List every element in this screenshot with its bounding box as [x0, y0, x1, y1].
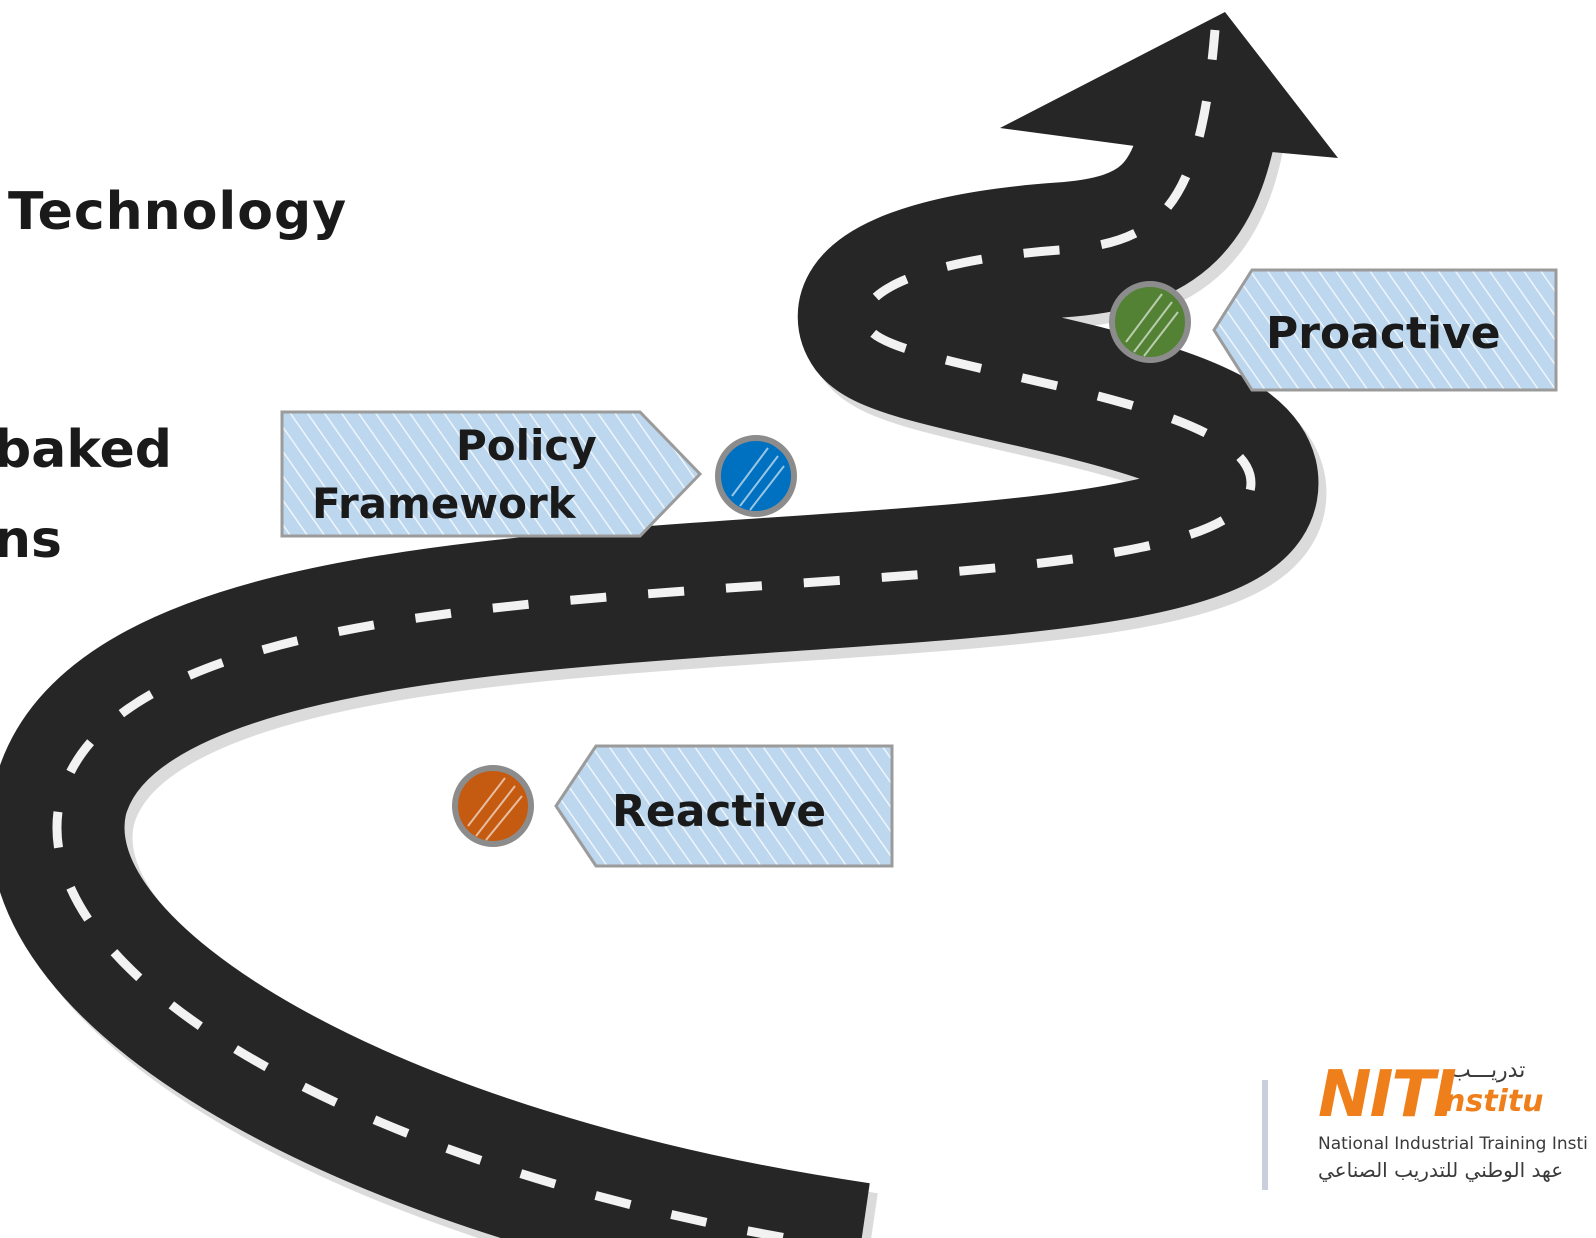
niti-logo: تدريـــب NITI nstitu National Industrial… — [1258, 1030, 1596, 1200]
logo-arabic-top: تدريـــب — [1450, 1058, 1526, 1083]
tag-reactive — [554, 744, 894, 868]
left-text-technology: Technology — [8, 182, 348, 242]
dot-proactive — [1109, 281, 1191, 363]
milestone-policy-framework: Policy Framework — [280, 410, 797, 538]
tag-policy-framework — [280, 410, 703, 538]
tag-label-framework: Framework — [312, 479, 577, 528]
logo-institute: nstitu — [1444, 1084, 1544, 1119]
logo-divider — [1262, 1080, 1268, 1190]
milestone-proactive: Proactive — [1109, 268, 1558, 392]
dot-reactive-hatch — [467, 777, 523, 841]
left-text-baked: baked — [0, 420, 172, 480]
dot-reactive — [452, 765, 534, 847]
tag-label-reactive: Reactive — [612, 786, 826, 837]
road-arrow-head — [1000, 12, 1338, 158]
tag-proactive — [1212, 268, 1558, 392]
logo-brand: NITI — [1318, 1058, 1457, 1132]
dot-policy-hatch — [731, 447, 785, 511]
tag-label-proactive: Proactive — [1266, 308, 1501, 359]
dot-policy-framework — [715, 435, 797, 517]
logo-arabic-name: عهد الوطني للتدريب الصناعي — [1318, 1158, 1564, 1182]
logo-english-name: National Industrial Training Insti — [1318, 1134, 1588, 1154]
road-center-line — [52, 29, 1256, 1238]
milestone-reactive: Reactive — [452, 744, 894, 868]
tag-label-policy: Policy — [456, 421, 597, 470]
dot-proactive-hatch — [1125, 293, 1179, 357]
left-text-ns: ns — [0, 510, 62, 570]
